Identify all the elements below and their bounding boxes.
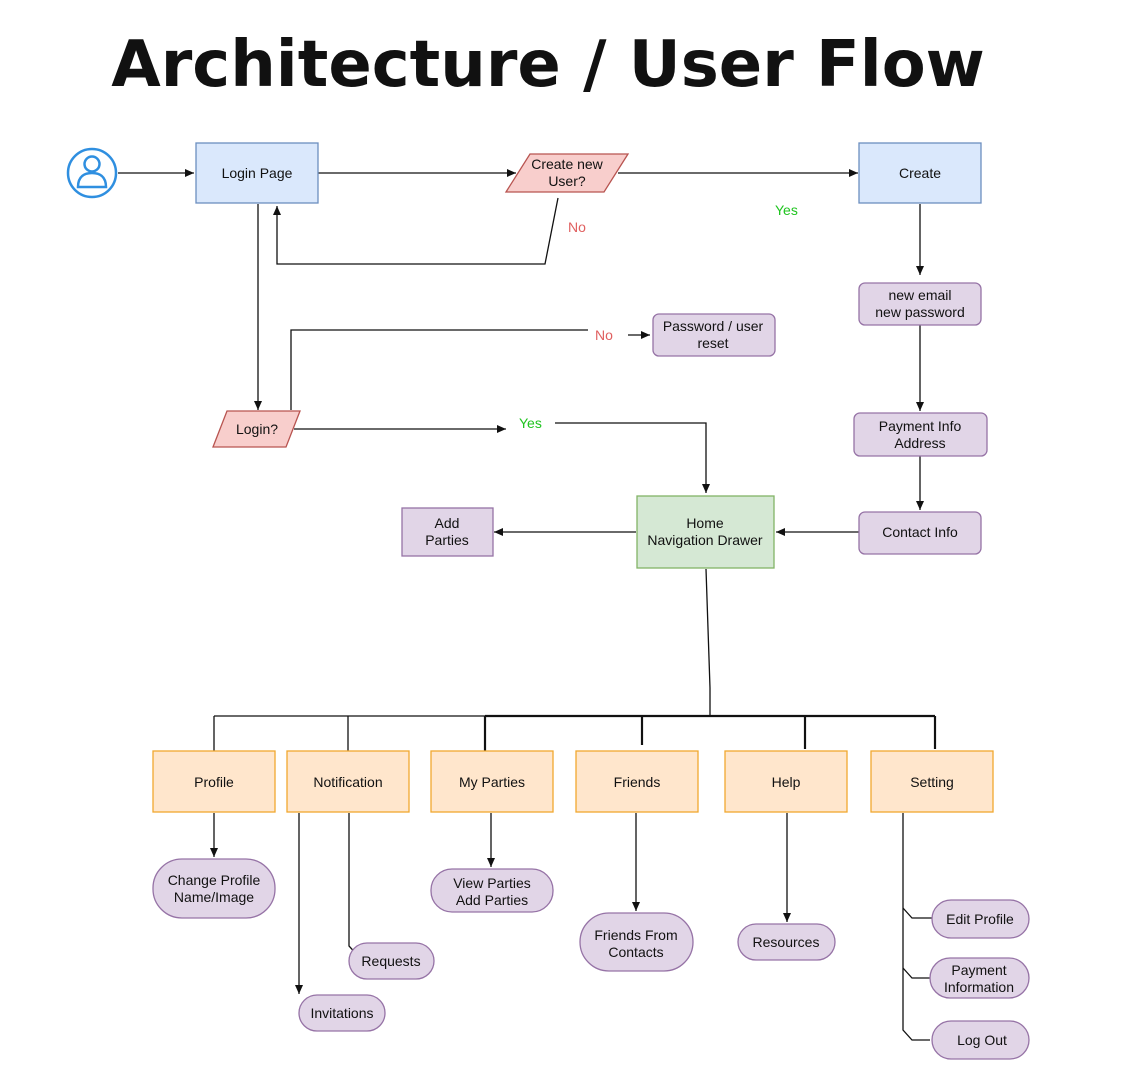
view-parties-node: View Parties Add Parties: [430, 868, 554, 913]
change-profile-line2: Name/Image: [174, 889, 254, 905]
my-parties-label: My Parties: [459, 774, 525, 790]
new-email-line2: new password: [875, 304, 965, 320]
edge-label-yes-create: Yes: [775, 202, 798, 218]
edit-profile-node: Edit Profile: [931, 899, 1030, 939]
edge-label-no-create: No: [568, 219, 586, 235]
invitations-node: Invitations: [298, 994, 386, 1032]
view-parties-line2: Add Parties: [456, 892, 528, 908]
edit-profile-label: Edit Profile: [946, 911, 1014, 927]
resources-label: Resources: [753, 934, 820, 950]
edge-setting-logout: [902, 813, 930, 1041]
edge-notif-requests: [348, 813, 361, 959]
login-page-label: Login Page: [222, 165, 293, 181]
create-new-user-line1: Create new: [531, 156, 603, 172]
payment-info-node: Payment Info Address: [853, 412, 988, 457]
change-profile-node: Change Profile Name/Image: [152, 858, 276, 919]
password-reset-line1: Password / user: [663, 318, 764, 334]
password-reset-node: Password / user reset: [652, 313, 776, 357]
create-node: Create: [858, 142, 982, 204]
edge-no-back-login: [273, 197, 559, 265]
new-email-node: new email new password: [858, 282, 982, 326]
setting-label: Setting: [910, 774, 954, 790]
home-line2: Navigation Drawer: [647, 532, 762, 548]
help-node: Help: [724, 750, 848, 813]
setting-node: Setting: [870, 750, 994, 813]
resources-node: Resources: [737, 923, 836, 961]
new-email-line1: new email: [888, 287, 951, 303]
profile-node: Profile: [152, 750, 276, 813]
payment-information-node: Payment Information: [929, 957, 1030, 999]
add-parties-line2: Parties: [425, 532, 469, 548]
add-parties-node: Add Parties: [401, 507, 494, 557]
payment-information-line1: Payment: [951, 962, 1006, 978]
contact-info-node: Contact Info: [858, 511, 982, 555]
contact-info-label: Contact Info: [882, 524, 958, 540]
payment-info-line2: Address: [894, 435, 945, 451]
create-new-user-line2: User?: [548, 173, 586, 189]
edge-home-bus: [705, 568, 711, 716]
edge-setting-edit: [902, 907, 932, 919]
edge-label-no-login: No: [595, 327, 613, 343]
requests-label: Requests: [361, 953, 420, 969]
log-out-label: Log Out: [957, 1032, 1007, 1048]
friends-from-contacts-node: Friends From Contacts: [579, 912, 694, 972]
password-reset-line2: reset: [697, 335, 728, 351]
home-node: Home Navigation Drawer: [636, 495, 775, 569]
edge-label-yes-login: Yes: [519, 415, 542, 431]
home-line1: Home: [686, 515, 724, 531]
friends-node: Friends: [575, 750, 699, 813]
friends-from-contacts-line2: Contacts: [608, 944, 663, 960]
help-label: Help: [772, 774, 801, 790]
my-parties-node: My Parties: [430, 750, 554, 813]
profile-label: Profile: [194, 774, 234, 790]
notification-node: Notification: [286, 750, 410, 813]
payment-info-line1: Payment Info: [879, 418, 962, 434]
friends-from-contacts-line1: Friends From: [594, 927, 677, 943]
payment-information-line2: Information: [944, 979, 1014, 995]
create-label: Create: [899, 165, 941, 181]
edge-loginq-no: [290, 329, 588, 410]
edge-setting-payment: [902, 967, 930, 979]
change-profile-line1: Change Profile: [168, 872, 261, 888]
friends-label: Friends: [614, 774, 661, 790]
page-title: Architecture / User Flow: [111, 28, 985, 102]
add-parties-line1: Add: [435, 515, 460, 531]
login-decision-label: Login?: [236, 421, 278, 437]
view-parties-line1: View Parties: [453, 875, 531, 891]
notification-label: Notification: [313, 774, 382, 790]
invitations-label: Invitations: [310, 1005, 373, 1021]
edge-yes-home: [555, 422, 710, 493]
login-decision: Login?: [212, 410, 301, 448]
user-icon: [66, 147, 118, 199]
log-out-node: Log Out: [931, 1020, 1030, 1060]
login-page-node: Login Page: [195, 142, 319, 204]
create-new-user-decision: Create new User?: [504, 153, 630, 193]
edges: [118, 169, 937, 1041]
requests-node: Requests: [348, 942, 435, 980]
